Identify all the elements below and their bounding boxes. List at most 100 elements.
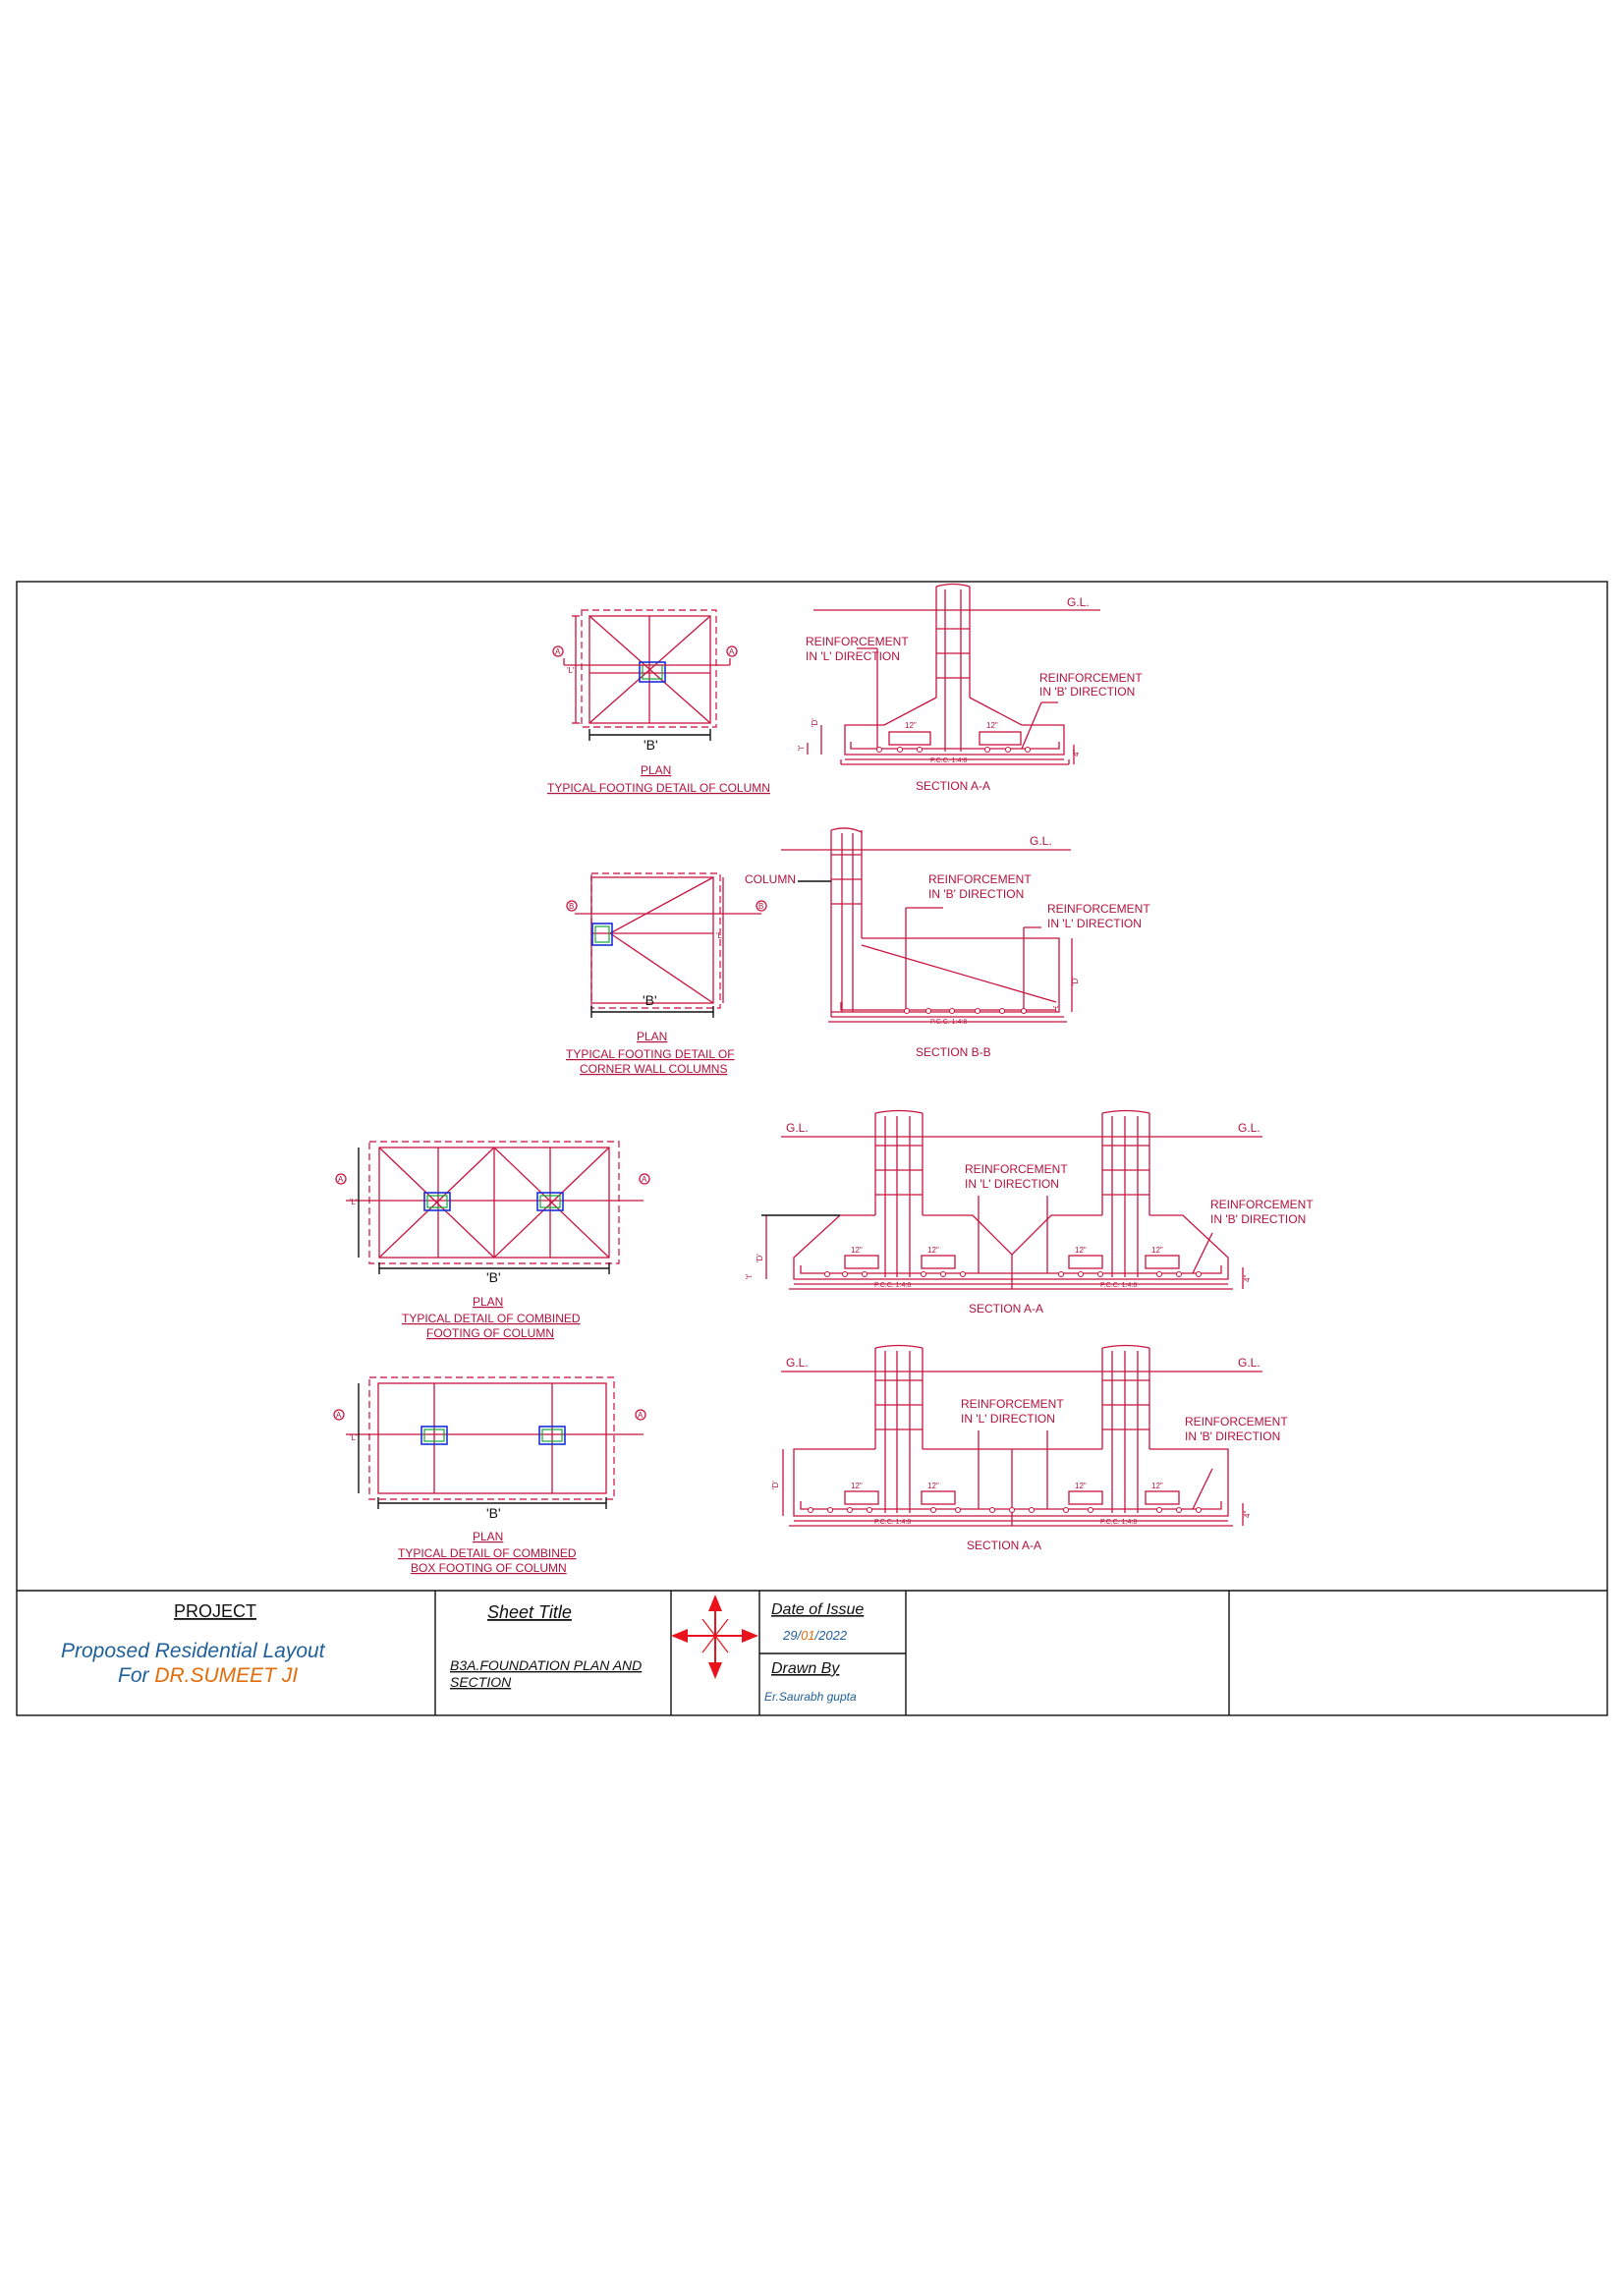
detail4-cut-label-left: A bbox=[336, 1411, 342, 1420]
detail2-column-label: COLUMN bbox=[745, 872, 796, 886]
date-year: /2022 bbox=[814, 1628, 848, 1643]
detail1-cut-label-right: A bbox=[729, 647, 735, 656]
detail2-cut-label-right: B bbox=[758, 902, 763, 911]
drawn-by-label: Drawn By bbox=[771, 1660, 840, 1677]
north-compass-icon bbox=[671, 1595, 758, 1679]
detail4-section-title: SECTION A-A bbox=[967, 1539, 1041, 1552]
detail3-gl-right: G.L. bbox=[1238, 1121, 1260, 1135]
detail3-dim-d: 'D' bbox=[756, 1254, 764, 1262]
detail2-cut-label-left: B bbox=[569, 902, 574, 911]
project-label: PROJECT bbox=[174, 1601, 256, 1621]
detail1-spacing-left: 12" bbox=[905, 721, 917, 730]
detail2-plan bbox=[566, 872, 767, 1018]
detail2-gl-label: G.L. bbox=[1030, 834, 1052, 848]
detail3-plan-title: PLAN bbox=[473, 1295, 503, 1309]
detail4-gl-right: G.L. bbox=[1238, 1356, 1260, 1370]
project-client-name: DR.SUMEET JI bbox=[154, 1664, 298, 1687]
detail4-plan-title: PLAN bbox=[473, 1530, 503, 1543]
detail1-section bbox=[807, 583, 1100, 765]
detail2-pcc-label: P.C.C. 1:4:8 bbox=[930, 1019, 967, 1026]
detail4-gl-left: G.L. bbox=[786, 1356, 809, 1370]
detail4-plan-subtitle-line1: TYPICAL DETAIL OF COMBINED bbox=[398, 1546, 577, 1560]
project-client-prefix: For bbox=[118, 1664, 154, 1687]
detail3-spacing-4: 12" bbox=[1151, 1246, 1163, 1255]
detail3-reinf-l-line2: IN 'L' DIRECTION bbox=[965, 1177, 1059, 1191]
detail1-gl-label: G.L. bbox=[1067, 595, 1090, 609]
detail1-plan-dim-b: 'B' bbox=[644, 737, 658, 753]
detail2-reinf-l-line1: REINFORCEMENT bbox=[1047, 902, 1150, 916]
detail3-spacing-2: 12" bbox=[927, 1246, 939, 1255]
drawn-by-value: Er.Saurabh gupta bbox=[764, 1690, 857, 1704]
detail4-dim-4: 4" bbox=[1243, 1511, 1252, 1518]
detail1-dim-4: 4" bbox=[1072, 750, 1081, 756]
project-client-line: For DR.SUMEET JI bbox=[118, 1664, 298, 1687]
detail2-plan-dim-l: 'L' bbox=[716, 931, 724, 940]
detail2-section-title: SECTION B-B bbox=[916, 1045, 991, 1059]
detail1-dim-t: 't' bbox=[797, 745, 806, 751]
title-block-grid bbox=[434, 1591, 1230, 1715]
detail1-plan bbox=[552, 609, 738, 741]
detail3-plan-subtitle-line2: FOOTING OF COLUMN bbox=[426, 1326, 554, 1340]
detail1-reinf-b-line2: IN 'B' DIRECTION bbox=[1039, 685, 1135, 699]
detail4-reinf-l-line2: IN 'L' DIRECTION bbox=[961, 1412, 1055, 1426]
detail1-section-title: SECTION A-A bbox=[916, 779, 990, 793]
detail2-plan-subtitle-line1: TYPICAL FOOTING DETAIL OF bbox=[566, 1047, 735, 1061]
detail2-reinf-b-line1: REINFORCEMENT bbox=[928, 872, 1032, 886]
detail3-cut-label-left: A bbox=[338, 1175, 344, 1184]
detail4-reinf-b-line2: IN 'B' DIRECTION bbox=[1185, 1429, 1280, 1443]
detail4-plan-dim-l: 'L' bbox=[350, 1433, 358, 1442]
sheet-border bbox=[16, 581, 1608, 1716]
detail4-spacing-2: 12" bbox=[927, 1482, 939, 1490]
detail1-plan-title: PLAN bbox=[641, 763, 671, 777]
detail2-reinf-b-line2: IN 'B' DIRECTION bbox=[928, 887, 1024, 901]
detail2-plan-dim-b: 'B' bbox=[643, 992, 657, 1008]
detail4-dim-d: 'D' bbox=[771, 1481, 780, 1489]
detail4-plan-subtitle-line2: BOX FOOTING OF COLUMN bbox=[411, 1561, 567, 1575]
detail4-spacing-4: 12" bbox=[1151, 1482, 1163, 1490]
detail1-reinf-b-line1: REINFORCEMENT bbox=[1039, 671, 1143, 685]
detail4-spacing-3: 12" bbox=[1075, 1482, 1087, 1490]
detail3-reinf-b-line2: IN 'B' DIRECTION bbox=[1210, 1212, 1306, 1226]
detail4-plan bbox=[333, 1376, 646, 1509]
detail3-dim-4: 4" bbox=[1243, 1275, 1252, 1282]
date-issue-label: Date of Issue bbox=[771, 1601, 864, 1618]
detail4-plan-dim-b: 'B' bbox=[486, 1505, 501, 1521]
detail3-plan-dim-b: 'B' bbox=[486, 1269, 501, 1285]
detail4-pcc-right: P.C.C. 1:4:8 bbox=[1100, 1519, 1137, 1526]
detail3-spacing-3: 12" bbox=[1075, 1246, 1087, 1255]
detail2-plan-subtitle-line2: CORNER WALL COLUMNS bbox=[580, 1062, 727, 1076]
detail2-plan-title: PLAN bbox=[637, 1030, 667, 1043]
detail3-plan bbox=[335, 1141, 650, 1274]
detail1-reinf-l-line2: IN 'L' DIRECTION bbox=[806, 649, 900, 663]
detail1-plan-dim-l: 'L' bbox=[567, 666, 575, 675]
detail2-dim-d: 'D' bbox=[1071, 977, 1080, 985]
date-month: 01 bbox=[801, 1628, 814, 1643]
detail2-section bbox=[781, 827, 1073, 1023]
detail1-pcc-label: P.C.C. 1:4:8 bbox=[930, 757, 967, 764]
detail3-spacing-1: 12" bbox=[851, 1246, 863, 1255]
project-name: Proposed Residential Layout bbox=[61, 1640, 326, 1662]
date-issue-value: 29/01/2022 bbox=[782, 1628, 848, 1643]
detail3-gl-left: G.L. bbox=[786, 1121, 809, 1135]
detail3-plan-subtitle-line1: TYPICAL DETAIL OF COMBINED bbox=[402, 1312, 581, 1325]
detail3-cut-label-right: A bbox=[642, 1175, 647, 1184]
detail4-cut-label-right: A bbox=[638, 1411, 644, 1420]
date-day: 29/ bbox=[782, 1628, 802, 1643]
detail3-pcc-right: P.C.C. 1:4:8 bbox=[1100, 1282, 1137, 1289]
detail4-reinf-b-line1: REINFORCEMENT bbox=[1185, 1415, 1288, 1428]
detail3-section bbox=[761, 1109, 1262, 1290]
detail2-dim-t: 't' bbox=[1053, 1005, 1059, 1014]
detail4-spacing-1: 12" bbox=[851, 1482, 863, 1490]
sheet-title-label: Sheet Title bbox=[487, 1602, 572, 1622]
detail3-plan-dim-l: 'L' bbox=[350, 1198, 358, 1206]
detail1-dim-d: 'D' bbox=[811, 718, 819, 727]
detail1-spacing-right: 12" bbox=[986, 721, 998, 730]
detail3-reinf-l-line1: REINFORCEMENT bbox=[965, 1162, 1068, 1176]
detail1-plan-subtitle: TYPICAL FOOTING DETAIL OF COLUMN bbox=[547, 781, 770, 795]
detail3-reinf-b-line1: REINFORCEMENT bbox=[1210, 1198, 1314, 1211]
detail3-dim-t: 't' bbox=[745, 1273, 754, 1279]
detail3-pcc-left: P.C.C. 1:4:8 bbox=[874, 1282, 911, 1289]
detail4-reinf-l-line1: REINFORCEMENT bbox=[961, 1397, 1064, 1411]
sheet-title-line1: B3A.FOUNDATION PLAN AND bbox=[450, 1657, 642, 1673]
